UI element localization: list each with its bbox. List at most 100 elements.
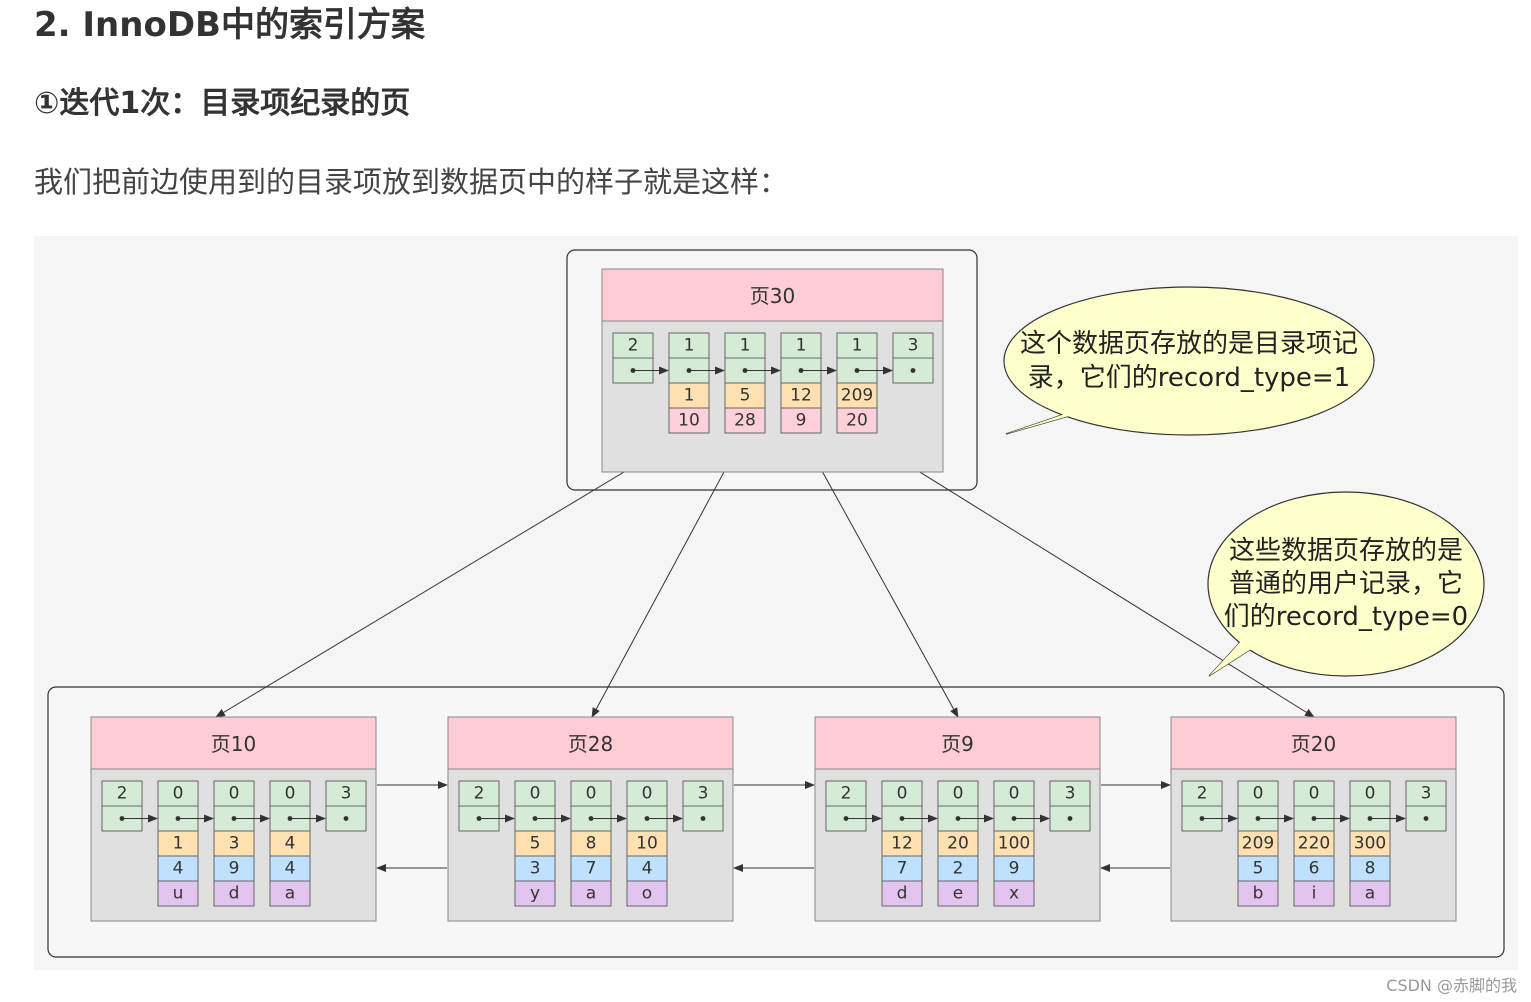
record-type: 0 — [897, 784, 908, 804]
bubble-line: 普通的用户记录，它 — [1229, 569, 1463, 599]
record-field-key: 1 — [684, 386, 695, 406]
record-type: 3 — [1421, 784, 1432, 804]
record-type-cell — [1049, 780, 1091, 807]
record-field-c2: 4 — [642, 859, 653, 879]
page-header — [1170, 716, 1457, 770]
pointer-dot — [1199, 816, 1205, 821]
record-field-c1: 209 — [1242, 834, 1274, 854]
record-type: 2 — [841, 784, 852, 804]
page-pointer-line — [591, 432, 746, 718]
record-field-c1: 220 — [1298, 834, 1330, 854]
intro-paragraph: 我们把前边使用到的目录项放到数据页中的样子就是这样： — [34, 165, 789, 199]
record-field-c1: 5 — [530, 834, 541, 854]
record-field-cell — [993, 855, 1035, 882]
record-type: 0 — [953, 784, 964, 804]
page-header — [447, 716, 734, 770]
record-type: 0 — [229, 784, 240, 804]
pointer-dot — [175, 816, 181, 821]
record-field-cell — [881, 830, 923, 857]
record-type: 3 — [908, 336, 919, 356]
bubble-body — [1207, 491, 1485, 677]
record-field-cell — [269, 830, 311, 857]
record-field-c3: a — [1365, 884, 1375, 904]
page-title: 页10 — [211, 732, 256, 756]
record-type: 0 — [173, 784, 184, 804]
record-type-cell — [780, 332, 822, 359]
record-field-cell — [269, 855, 311, 882]
pointer-dot — [287, 816, 293, 821]
record-field-c2: 2 — [953, 859, 964, 879]
record-field-cell — [937, 880, 979, 907]
record-4: 3 — [1405, 780, 1447, 832]
record-type: 2 — [117, 784, 128, 804]
page-title: 页9 — [941, 732, 974, 756]
pointer-dot — [899, 816, 905, 821]
pointer-dot — [1423, 816, 1429, 821]
pointer-dot — [854, 368, 860, 373]
record-field-cell — [626, 830, 668, 857]
record-type-cell — [1349, 780, 1391, 807]
pointer-dot — [231, 816, 237, 821]
record-field-c2: 3 — [530, 859, 541, 879]
record-field-c1: 10 — [636, 834, 658, 854]
page-header — [601, 268, 944, 322]
pointer-dot — [343, 816, 349, 821]
pointer-dot — [1311, 816, 1317, 821]
pointer-dot — [630, 368, 636, 373]
bubble-line: 这个数据页存放的是目录项记 — [1020, 329, 1358, 359]
pointer-dot — [1367, 816, 1373, 821]
record-type-cell — [1405, 780, 1447, 807]
record-field-cell — [668, 407, 710, 434]
record-field-cell — [780, 382, 822, 409]
record-field-cell — [724, 382, 766, 409]
record-field-c3: x — [1009, 884, 1019, 904]
record-field-key: 5 — [740, 386, 751, 406]
page-header — [90, 716, 377, 770]
page-pointer-line — [800, 432, 959, 718]
record-field-c3: a — [285, 884, 295, 904]
pointer-dot — [955, 816, 961, 821]
pointer-dot — [119, 816, 125, 821]
record-field-c1: 4 — [285, 834, 296, 854]
record-0: 2 — [612, 332, 654, 384]
record-field-c3: d — [229, 884, 240, 904]
record-type-cell — [325, 780, 367, 807]
record-field-page: 10 — [678, 411, 700, 431]
record-field-cell — [1237, 855, 1279, 882]
record-field-cell — [881, 855, 923, 882]
record-field-c1: 1 — [173, 834, 184, 854]
record-field-cell — [668, 382, 710, 409]
record-type-cell — [514, 780, 556, 807]
record-type-cell — [836, 332, 878, 359]
pointer-dot — [644, 816, 650, 821]
record-field-cell — [1237, 880, 1279, 907]
record-type: 0 — [642, 784, 653, 804]
record-field-c1: 3 — [229, 834, 240, 854]
record-type-cell — [937, 780, 979, 807]
record-type-cell — [1237, 780, 1279, 807]
leaf-container — [47, 686, 1505, 958]
pointer-dot — [843, 816, 849, 821]
record-field-cell — [514, 830, 556, 857]
page-title: 页28 — [568, 732, 613, 756]
record-type: 2 — [1197, 784, 1208, 804]
watermark: CSDN @赤脚的我 — [1386, 976, 1517, 995]
section-heading: 2. InnoDB中的索引方案 — [34, 5, 425, 45]
record-field-c2: 9 — [229, 859, 240, 879]
record-4: 3 — [682, 780, 724, 832]
record-field-cell — [780, 407, 822, 434]
record-type: 3 — [698, 784, 709, 804]
record-type-cell — [724, 332, 766, 359]
record-field-cell — [570, 830, 612, 857]
